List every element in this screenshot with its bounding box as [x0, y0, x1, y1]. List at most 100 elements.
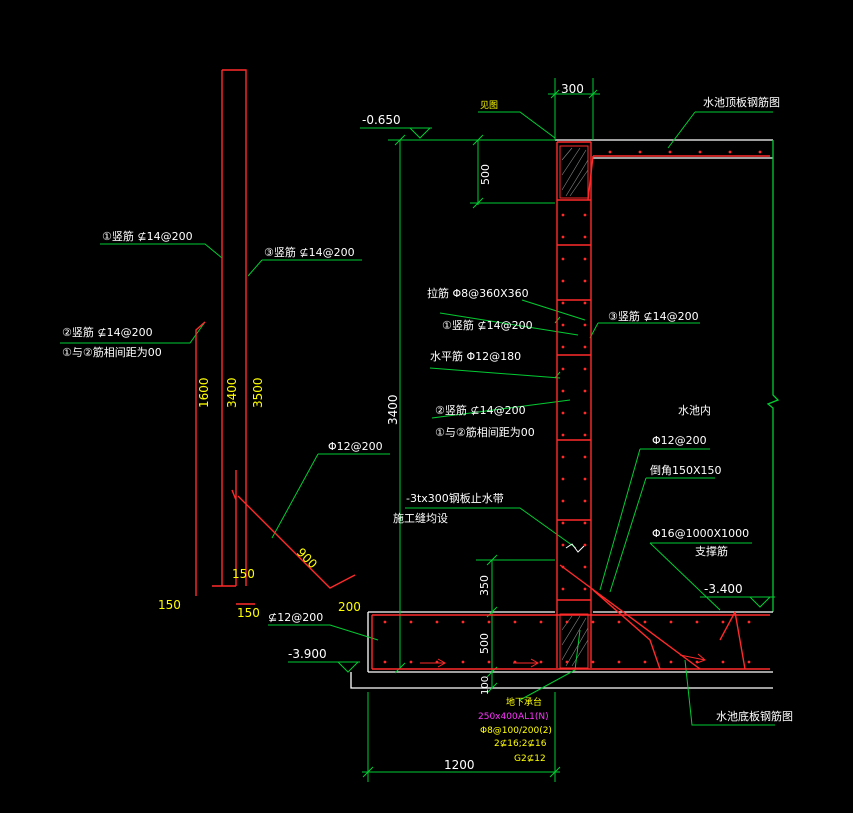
dim-500-top: 500	[479, 164, 492, 185]
rebar-dot	[539, 620, 543, 624]
rebar-lines	[195, 69, 770, 670]
beam-title: 地下承台	[506, 696, 542, 708]
base-rebar-label: ⊈12@200	[268, 611, 323, 624]
rebar-dot	[561, 477, 565, 481]
left-phi12-label: Φ12@200	[328, 440, 383, 453]
wall-spacing-label: ①与②筋相间距为00	[435, 425, 535, 439]
rebar-dot	[583, 433, 587, 437]
rebar-dot	[487, 660, 491, 664]
wall-dim-3400: 3400	[386, 394, 400, 425]
dim-200-label: 200	[338, 600, 361, 614]
waterstop-label: -3tx300钢板止水带	[406, 491, 504, 505]
rebar-dot	[435, 620, 439, 624]
beam-size: 250x400	[478, 712, 518, 722]
rebar-dot	[561, 345, 565, 349]
rebar-dot	[561, 543, 565, 547]
dim-500-base: 500	[478, 633, 491, 654]
rebar-dot	[561, 433, 565, 437]
rebar-dot	[608, 150, 612, 154]
rebar-dot	[583, 455, 587, 459]
waterstop-symbol	[565, 543, 585, 553]
rebar-dot	[383, 620, 387, 624]
rebar-dot	[513, 620, 517, 624]
rebar-dot	[583, 301, 587, 305]
rebar-dot	[695, 660, 699, 664]
dim-150-c: 150	[237, 606, 260, 620]
rebar-dot	[561, 323, 565, 327]
rebar-dot	[583, 499, 587, 503]
labels: 300 水池顶板钢筋图 见图 -0.650 500 ①竖筋 ⊈14@200 ③竖…	[62, 82, 793, 772]
rebar-dot	[409, 620, 413, 624]
rebar-dot	[383, 660, 387, 664]
rebar-dot	[643, 660, 647, 664]
dim-300-label: 300	[561, 82, 584, 96]
wall-rebar-1-label: ①竖筋 ⊈14@200	[442, 318, 533, 332]
rebar-dot	[583, 257, 587, 261]
rebar-dot	[583, 235, 587, 239]
rebar-dot	[583, 367, 587, 371]
beam-side-bars: G2⊈12	[514, 754, 546, 764]
anchor-label: 见图	[480, 100, 498, 111]
rebar-dot	[583, 411, 587, 415]
rebar-dot	[539, 660, 543, 664]
construction-joint-label: 施工缝均设	[393, 511, 448, 525]
tie-bar-label: 拉筋 Φ8@360X360	[427, 286, 529, 300]
rebar-dot	[561, 499, 565, 503]
rebar-dot	[583, 345, 587, 349]
beam-code: AL1(N)	[518, 712, 549, 722]
rebar-dot	[409, 660, 413, 664]
rebar-dot	[561, 301, 565, 305]
rebar-dot	[643, 620, 647, 624]
rebar-dot	[583, 279, 587, 283]
rebar-dot	[487, 620, 491, 624]
rebar-dot	[561, 257, 565, 261]
rebar-dot	[583, 587, 587, 591]
left-dim-3400: 3400	[225, 377, 239, 408]
rebar-dot	[561, 367, 565, 371]
left-dim-1600: 1600	[197, 377, 211, 408]
beam-stirrup: Φ8@100/200(2)	[480, 726, 552, 736]
rebar-dot	[669, 660, 673, 664]
rebar-dot	[561, 455, 565, 459]
rebar-node-dots	[383, 150, 762, 664]
chamfer-label: 倒角150X150	[650, 464, 722, 477]
wall-rebar-2-label: ②竖筋 ⊈14@200	[435, 403, 526, 417]
rebar-dot	[435, 660, 439, 664]
rebar-dot	[565, 620, 569, 624]
dim-1200-label: 1200	[444, 758, 475, 772]
rebar-dot	[561, 279, 565, 283]
rebar-dot	[583, 213, 587, 217]
rebar-dot	[565, 660, 569, 664]
rebar-dot	[561, 521, 565, 525]
left-spacing-label: ①与②筋相间距为00	[62, 345, 162, 359]
rebar-dot	[698, 150, 702, 154]
rebar-dot	[561, 411, 565, 415]
rebar-dot	[561, 213, 565, 217]
rebar-dot	[583, 389, 587, 393]
dim-150-a: 150	[232, 567, 255, 581]
left-rebar-1-label: ①竖筋 ⊈14@200	[102, 229, 193, 243]
rebar-dot	[583, 565, 587, 569]
rebar-dot	[721, 620, 725, 624]
elevation-mid: -3.400	[704, 582, 743, 596]
rebar-dot	[668, 150, 672, 154]
rebar-dot	[583, 543, 587, 547]
elevation-top: -0.650	[362, 113, 401, 127]
rebar-dot	[583, 477, 587, 481]
rebar-dot	[591, 660, 595, 664]
rebar-dot	[561, 389, 565, 393]
arrow-marks	[420, 653, 706, 668]
rebar-dot	[747, 660, 751, 664]
rebar-dot	[721, 660, 725, 664]
rebar-dot	[513, 660, 517, 664]
concrete-hatch	[561, 147, 589, 667]
elevation-bottom: -3.900	[288, 647, 327, 661]
dim-350-label: 350	[478, 575, 491, 596]
support-bar-label: Φ16@1000X1000	[652, 527, 749, 540]
rebar-dot	[669, 620, 673, 624]
rebar-dot	[583, 323, 587, 327]
rebar-dot	[461, 620, 465, 624]
rebar-dot	[617, 620, 621, 624]
